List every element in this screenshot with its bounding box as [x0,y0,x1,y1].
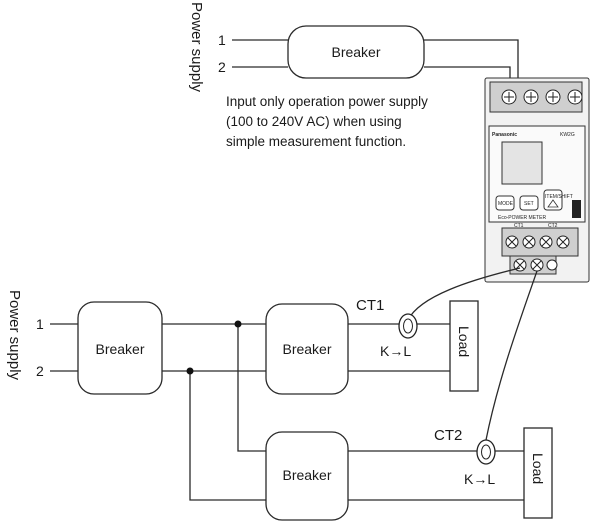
meter-item-button-label: ITEM/SHIFT [545,194,573,200]
branch-breaker-2-box [265,431,349,521]
branch-breaker-1-label: Breaker [282,341,331,357]
main-breaker-label: Breaker [95,341,144,357]
top-breaker-box [287,25,425,79]
note-line-2: (100 to 240V AC) when using [226,114,402,129]
power-meter: Panasonic KW2G MODE SET ITEM/SHIFT Eco-P… [484,77,590,283]
junction-dot-2 [186,367,194,375]
top-breaker-label: Breaker [331,44,380,60]
meter-brand: Panasonic [492,132,517,138]
load-1-label: Load [456,326,472,357]
meter-buttons: MODE SET ITEM/SHIFT [495,189,573,211]
ct2-label: CT2 [434,427,462,444]
meter-mode-button-label: MODE [498,201,514,207]
meter-ct1-terminal-label: CT1 [514,223,524,229]
ct2-sensor [476,439,496,465]
load-2-label: Load [530,453,546,484]
ct-terminal-screws [513,258,558,272]
bottom-terminal-1: 1 [36,316,44,332]
branch-breaker-2-label: Breaker [282,467,331,483]
main-breaker-box [77,301,163,395]
branch-breaker-1-box [265,303,349,395]
top-power-supply-label: Power supply [188,2,205,93]
top-terminal-2: 2 [218,59,226,75]
load-1-box [449,300,479,392]
junction-dot-1 [234,320,242,328]
meter-ct2-terminal-label: CT2 [548,223,558,229]
note-line-1: Input only operation power supply [226,94,428,109]
bottom-terminal-2: 2 [36,363,44,379]
meter-product-label: Eco-POWER METER [498,215,546,221]
ct1-direction: K→L [380,343,411,359]
meter-display [501,141,543,185]
meter-set-button-label: SET [524,201,534,207]
meter-model: KW2G [560,132,575,138]
note-line-3: simple measurement function. [226,134,406,149]
top-terminal-screws [501,89,583,105]
meter-side-connector [572,200,581,218]
ct2-direction: K→L [464,471,495,487]
bottom-terminal-screws [505,235,570,249]
top-terminal-1: 1 [218,32,226,48]
bottom-power-supply-label: Power supply [6,290,23,381]
ct1-label: CT1 [356,297,384,314]
load-2-box [523,427,553,519]
ct1-sensor [398,313,418,339]
